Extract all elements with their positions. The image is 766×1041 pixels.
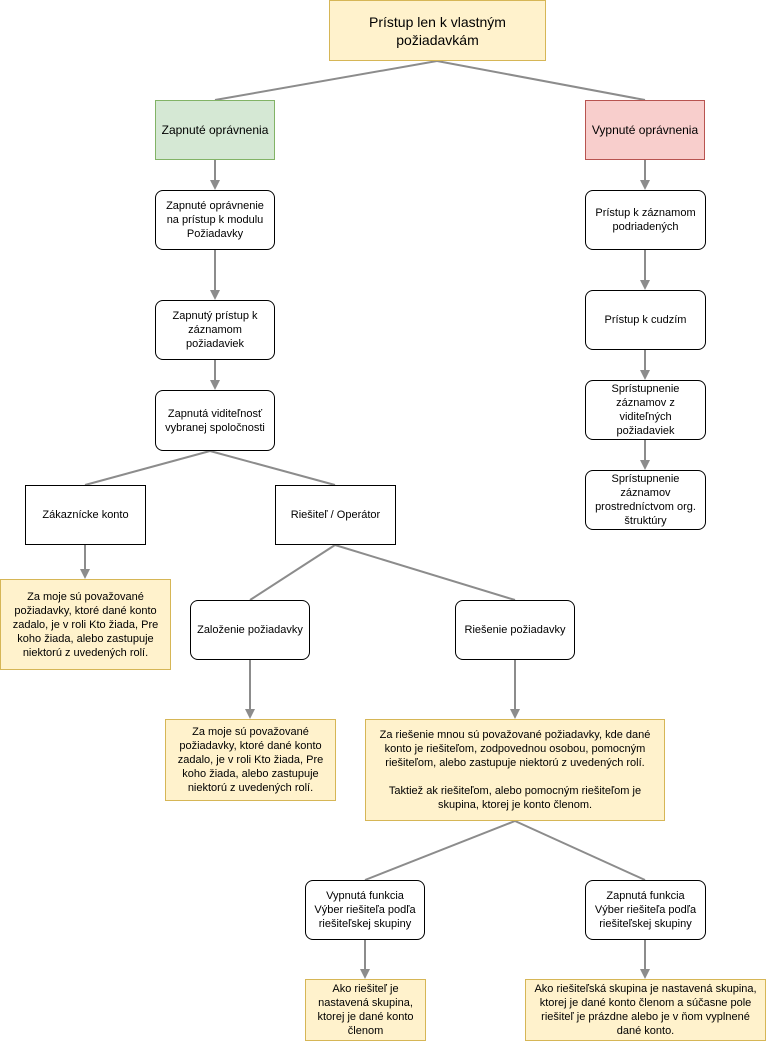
- edge-visibility-customer: [84, 450, 211, 486]
- edge-visibility-solver: [209, 450, 336, 486]
- creation-node: Založenie požiadavky: [190, 600, 310, 660]
- records-access-node: Zapnutý prístup k záznamom požiadaviek: [155, 300, 275, 360]
- visible-requests-node: Sprístupnenie záznamov z viditeľných pož…: [585, 380, 706, 440]
- edge-root-disabled: [436, 60, 646, 101]
- disabled-permissions-node: Vypnuté oprávnenia: [585, 100, 705, 160]
- root-node: Prístup len k vlastným požiadavkám: [329, 0, 546, 61]
- func-off-note: Ako riešiteľ je nastavená skupina, ktore…: [305, 979, 426, 1041]
- solver-operator-node: Riešiteľ / Operátor: [275, 485, 396, 545]
- enabled-permissions-node: Zapnuté oprávnenia: [155, 100, 275, 160]
- resolution-note: Za riešenie mnou sú považované požiadavk…: [365, 719, 665, 821]
- company-visibility-node: Zapnutá viditeľnosť vybranej spoločnosti: [155, 390, 275, 451]
- edge-note-func-on: [514, 820, 646, 881]
- foreign-access-node: Prístup k cudzím: [585, 290, 706, 350]
- edge-solver-resolution: [334, 544, 516, 601]
- func-off-node: Vypnutá funkcia Výber riešiteľa podľa ri…: [305, 880, 425, 940]
- func-on-note: Ako riešiteľská skupina je nastavená sku…: [525, 979, 766, 1041]
- module-access-node: Zapnuté oprávnenie na prístup k modulu P…: [155, 190, 275, 250]
- edge-note-func-off: [364, 820, 516, 881]
- subordinates-access-node: Prístup k záznamom podriadených: [585, 190, 706, 250]
- org-structure-node: Sprístupnenie záznamov prostredníctvom o…: [585, 470, 706, 530]
- customer-note: Za moje sú považované požiadavky, ktoré …: [0, 579, 171, 670]
- customer-account-node: Zákaznícke konto: [25, 485, 146, 545]
- resolution-node: Riešenie požiadavky: [455, 600, 575, 660]
- edge-solver-creation: [249, 544, 336, 601]
- func-on-node: Zapnutá funkcia Výber riešiteľa podľa ri…: [585, 880, 706, 940]
- creation-note: Za moje sú považované požiadavky, ktoré …: [165, 719, 336, 801]
- edge-root-enabled: [214, 60, 438, 101]
